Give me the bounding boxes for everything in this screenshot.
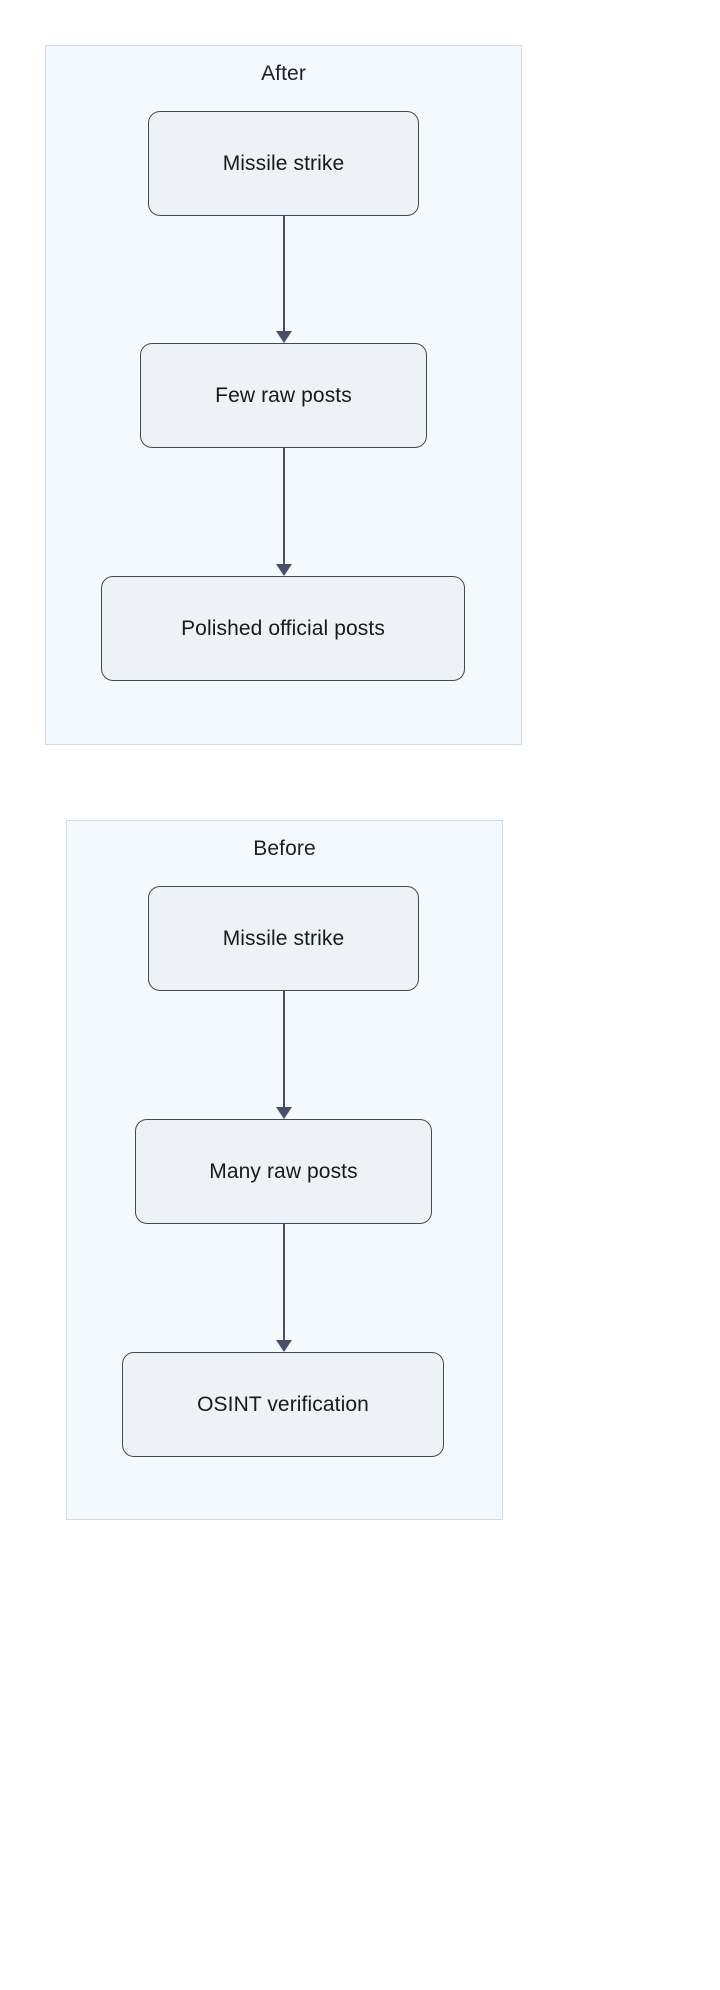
edge-line <box>283 991 285 1108</box>
edge-arrowhead-icon <box>276 564 292 576</box>
node-before-osint-verification[interactable]: OSINT verification <box>122 1352 444 1457</box>
node-before-missile-strike[interactable]: Missile strike <box>148 886 419 991</box>
edge-before-many-raw-posts-to-osint-verification <box>276 1224 292 1352</box>
edge-arrowhead-icon <box>276 1340 292 1352</box>
edge-line <box>283 1224 285 1341</box>
subgraph-after-title: After <box>261 62 306 85</box>
edge-after-missile-strike-to-few-raw-posts <box>276 216 292 343</box>
node-after-missile-strike-label: Missile strike <box>222 152 345 175</box>
node-after-polished-official-posts-label: Polished official posts <box>181 617 385 640</box>
node-before-missile-strike-label: Missile strike <box>222 927 345 950</box>
node-before-many-raw-posts[interactable]: Many raw posts <box>135 1119 432 1224</box>
node-after-missile-strike[interactable]: Missile strike <box>148 111 419 216</box>
edge-before-missile-strike-to-many-raw-posts <box>276 991 292 1119</box>
subgraph-before-title: Before <box>253 837 316 860</box>
edge-line <box>283 216 285 332</box>
edge-line <box>283 448 285 565</box>
edge-arrowhead-icon <box>276 331 292 343</box>
node-after-few-raw-posts[interactable]: Few raw posts <box>140 343 427 448</box>
node-after-few-raw-posts-label: Few raw posts <box>215 384 352 407</box>
node-after-polished-official-posts[interactable]: Polished official posts <box>101 576 465 681</box>
node-before-osint-verification-label: OSINT verification <box>197 1393 369 1416</box>
edge-arrowhead-icon <box>276 1107 292 1119</box>
edge-after-few-raw-posts-to-polished-official-posts <box>276 448 292 576</box>
node-before-many-raw-posts-label: Many raw posts <box>209 1160 358 1183</box>
